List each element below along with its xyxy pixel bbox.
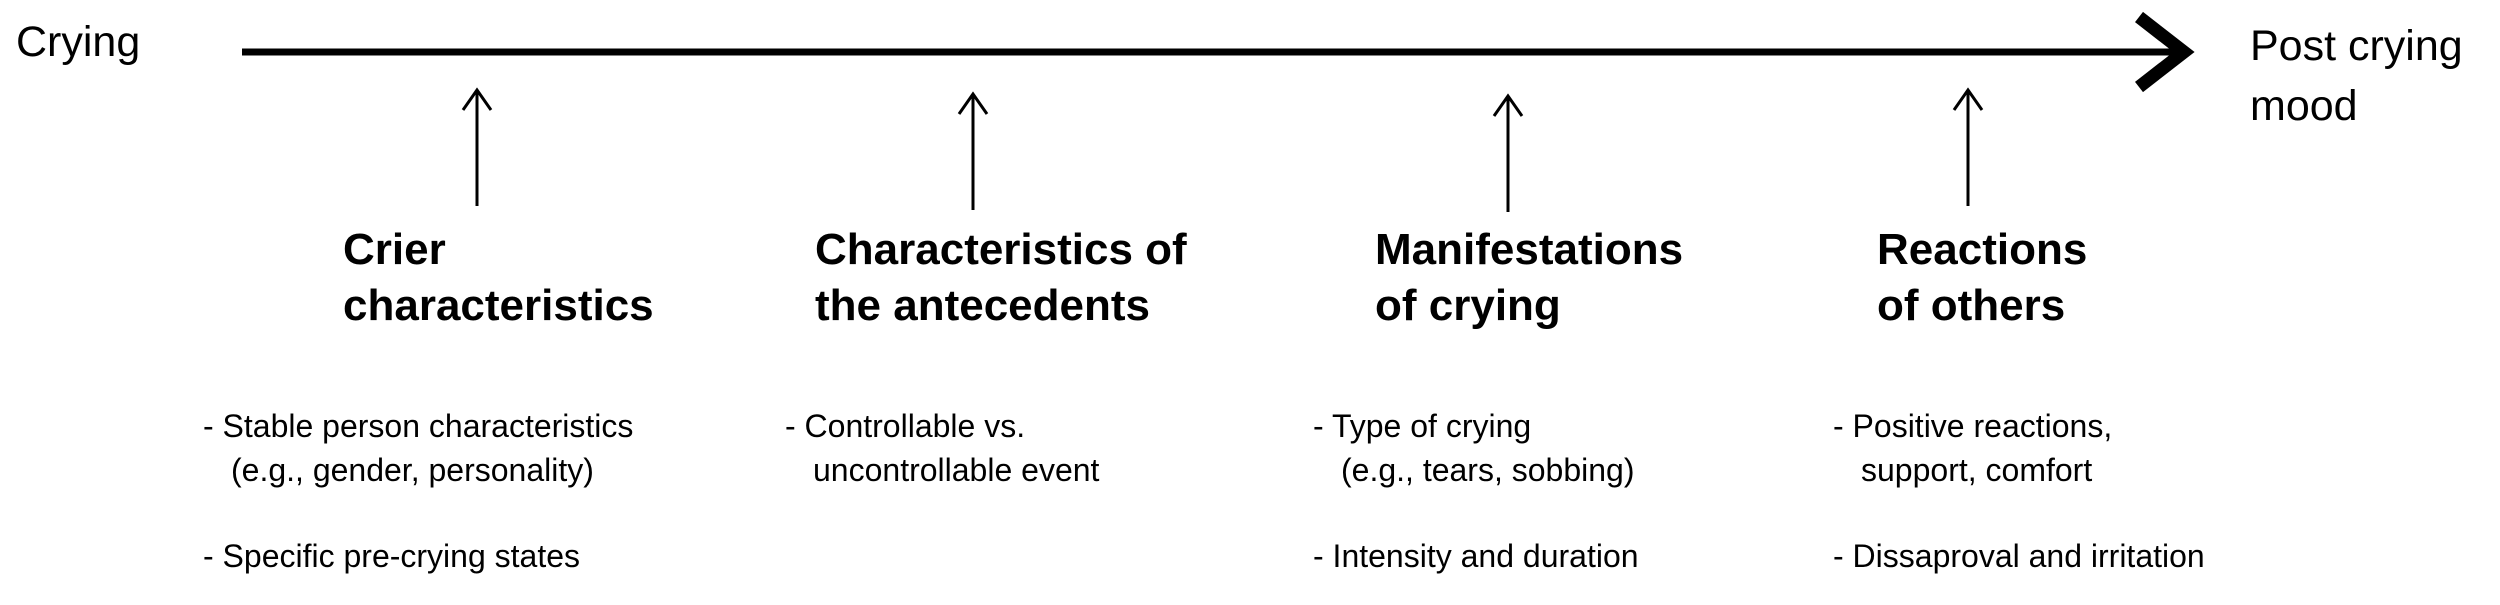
heading-crier-characteristics: Crier characteristics [343, 222, 654, 334]
bullet-list-manifestations: - Type of crying (e.g., tears, sobbing) … [1313, 404, 1639, 578]
heading-line: the antecedents [815, 281, 1150, 330]
heading-line: Characteristics of [815, 225, 1187, 274]
up-arrow-icon [461, 87, 493, 206]
heading-line: Manifestations [1375, 225, 1684, 274]
list-item: - Type of crying (e.g., tears, sobbing) [1313, 404, 1639, 492]
bullet-list-antecedents: - Controllable vs. uncontrollable event [785, 404, 1099, 492]
bullet-list-reactions: - Positive reactions, support, comfort -… [1833, 404, 2205, 578]
up-arrow-icon [1492, 93, 1524, 212]
bullet-line: (e.g., tears, sobbing) [1341, 452, 1635, 488]
up-arrow-icon [957, 91, 989, 210]
bullet-line: - Type of crying [1313, 408, 1532, 444]
heading-characteristics-of-antecedents: Characteristics of the antecedents [815, 222, 1187, 334]
bullet-list-crier-characteristics: - Stable person characteristics (e.g., g… [203, 404, 633, 578]
bullet-line: support, comfort [1861, 452, 2093, 488]
heading-line: Crier [343, 225, 446, 274]
bullet-line: - Stable person characteristics [203, 408, 634, 444]
heading-line: of others [1877, 281, 2066, 330]
bullet-line: - Specific pre-crying states [203, 538, 581, 574]
bullet-line: - Dissaproval and irritation [1833, 538, 2205, 574]
bullet-line: - Controllable vs. [785, 408, 1026, 444]
timeline-arrow-icon [242, 11, 2195, 93]
heading-manifestations-of-crying: Manifestations of crying [1375, 222, 1683, 334]
bullet-line: - Intensity and duration [1313, 538, 1639, 574]
heading-line: characteristics [343, 281, 654, 330]
up-arrow-icon [1952, 87, 1984, 206]
heading-reactions-of-others: Reactions of others [1877, 222, 2087, 334]
list-item: - Positive reactions, support, comfort [1833, 404, 2205, 492]
timeline-end-label-line2: mood [2250, 82, 2358, 130]
bullet-line: uncontrollable event [813, 452, 1100, 488]
bullet-line: - Positive reactions, [1833, 408, 2113, 444]
bullet-line: (e.g., gender, personality) [231, 452, 594, 488]
timeline-end-label-line1: Post crying [2250, 22, 2463, 70]
heading-line: Reactions [1877, 225, 2088, 274]
list-item: - Controllable vs. uncontrollable event [785, 404, 1099, 492]
timeline-end-label: Post crying mood [2250, 16, 2463, 136]
timeline-start-label: Crying [16, 18, 141, 66]
list-item: - Intensity and duration [1313, 534, 1639, 578]
list-item: - Dissaproval and irritation [1833, 534, 2205, 578]
list-item: - Specific pre-crying states [203, 534, 633, 578]
heading-line: of crying [1375, 281, 1561, 330]
list-item: - Stable person characteristics (e.g., g… [203, 404, 633, 492]
